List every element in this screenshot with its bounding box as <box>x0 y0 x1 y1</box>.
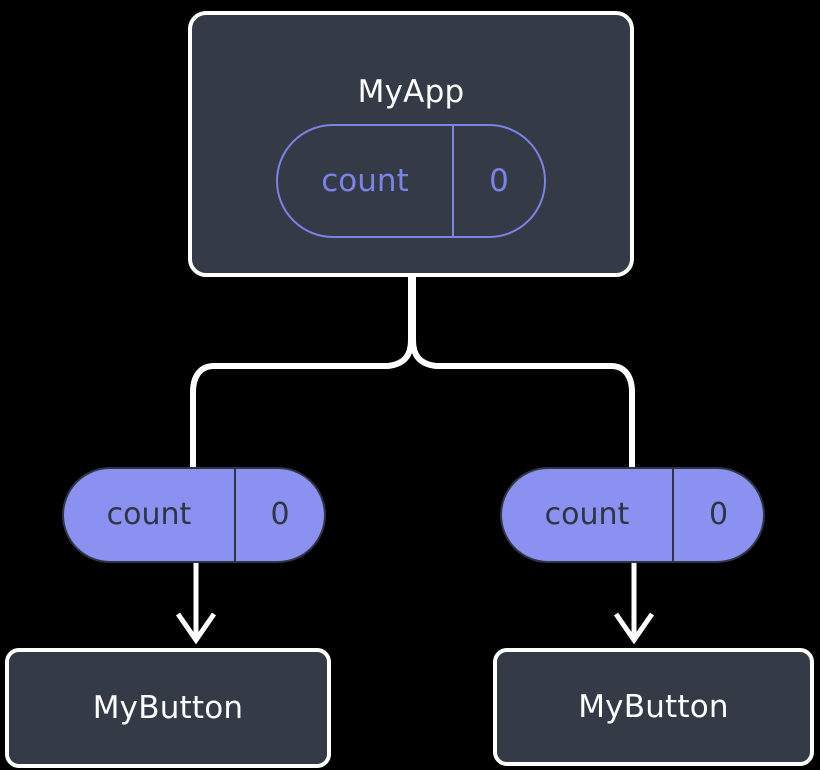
component-title-mybutton-right: MyButton <box>578 688 729 725</box>
prop-arrow-right-head <box>613 612 655 645</box>
prop-arrow-right <box>613 563 655 645</box>
state-pill-myapp-value: 0 <box>489 162 509 199</box>
component-title-myapp: MyApp <box>357 74 465 110</box>
fork-right-branch <box>410 274 635 470</box>
state-pill-right-key: count <box>502 469 674 561</box>
state-pill-right-value: 0 <box>708 497 729 532</box>
state-propagation-fork <box>190 274 635 470</box>
state-pill-left-key: count <box>64 469 236 561</box>
state-pill-left[interactable]: count 0 <box>62 467 326 563</box>
fork-left-branch <box>190 274 414 470</box>
component-title-mybutton-left: MyButton <box>92 689 244 726</box>
component-node-mybutton-left[interactable]: MyButton <box>5 648 331 768</box>
state-pill-right[interactable]: count 0 <box>500 467 765 563</box>
component-node-mybutton-right[interactable]: MyButton <box>493 648 814 766</box>
prop-arrow-left <box>175 563 217 645</box>
prop-arrow-left-head <box>175 612 217 645</box>
state-pill-left-value: 0 <box>270 497 290 532</box>
state-pill-myapp[interactable]: count 0 <box>276 124 546 238</box>
state-pill-myapp-key: count <box>278 126 454 236</box>
